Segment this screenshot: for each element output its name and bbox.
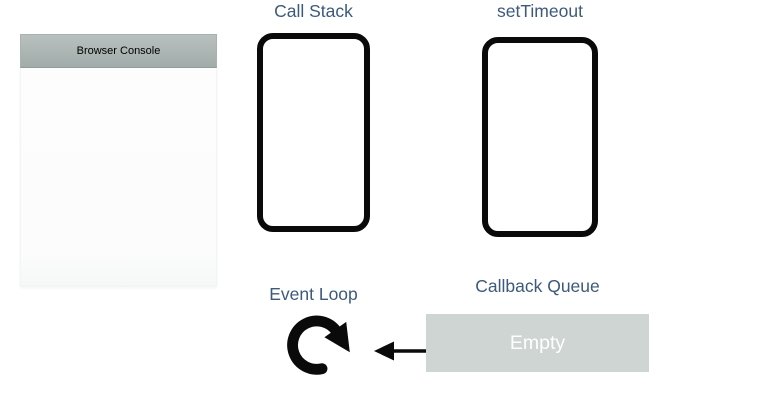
settimeout-heading: setTimeout	[497, 1, 583, 21]
call-stack-box	[257, 33, 370, 232]
browser-console-output	[20, 68, 217, 286]
settimeout-box	[482, 37, 598, 237]
callback-queue-status: Empty	[509, 331, 566, 354]
left-arrow-icon	[373, 339, 427, 363]
browser-console-title: Browser Console	[76, 45, 161, 57]
event-loop-heading: Event Loop	[269, 284, 358, 304]
browser-console-panel: Browser Console	[20, 34, 217, 288]
callback-queue-heading: Callback Queue	[475, 276, 600, 296]
browser-console-header: Browser Console	[20, 34, 217, 68]
clockwise-loop-icon	[286, 306, 354, 380]
call-stack-heading: Call Stack	[274, 1, 353, 21]
callback-queue-box: Empty	[426, 314, 649, 372]
